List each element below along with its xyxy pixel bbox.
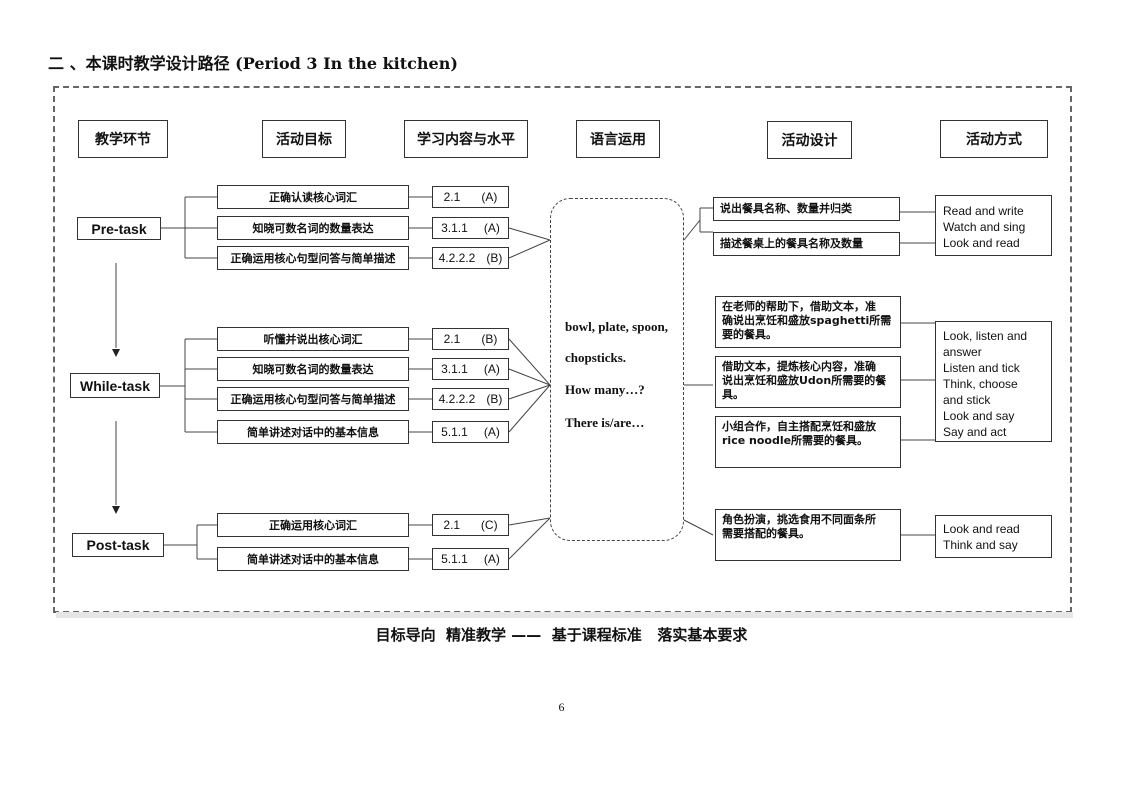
frame-shadow <box>56 612 1073 618</box>
mode-line: Listen and tick <box>943 361 1020 375</box>
code-post-2: 5.1.1 (A) <box>432 548 509 570</box>
activity-line: 确说出烹饪和盛放spaghetti所需 <box>722 314 892 327</box>
activity-line: 需要搭配的餐具。 <box>722 527 810 540</box>
stage-pre-task: Pre-task <box>77 217 161 240</box>
mode-line: Look, listen and <box>943 329 1028 343</box>
mode-line: Look and read <box>943 522 1020 536</box>
level-value: (A) <box>483 552 500 566</box>
language-box: bowl, plate, spoon, chopsticks. How many… <box>550 198 684 541</box>
code-value: 2.1 <box>443 518 461 532</box>
header-stage: 教学环节 <box>78 120 168 158</box>
activity-line: 具。 <box>722 388 744 401</box>
mode-line: Think and say <box>943 538 1018 552</box>
arrow-while-post <box>112 506 120 514</box>
mode-line: Watch and sing <box>943 220 1026 234</box>
code-value: 2.1 <box>443 190 461 204</box>
header-language: 语言运用 <box>576 120 660 158</box>
code-value: 3.1.1 <box>441 221 468 235</box>
code-value: 2.1 <box>443 332 461 346</box>
code-pre-3: 4.2.2.2 (B) <box>432 247 509 269</box>
code-value: 3.1.1 <box>441 362 468 376</box>
level-value: (B) <box>481 332 498 346</box>
mode-line: Read and write <box>943 204 1024 218</box>
goal-pre-2: 知晓可数名词的数量表达 <box>217 216 409 240</box>
code-while-4: 5.1.1 (A) <box>432 421 509 443</box>
stage-post-task: Post-task <box>72 533 164 557</box>
mode-line: Look and read <box>943 236 1020 250</box>
code-value: 5.1.1 <box>441 552 468 566</box>
activity-while-1: 在老师的帮助下，借助文本，准 确说出烹饪和盛放spaghetti所需 要的餐具。 <box>715 296 901 348</box>
goal-while-2: 知晓可数名词的数量表达 <box>217 357 409 381</box>
mode-line: Say and act <box>943 425 1007 439</box>
page-heading: 二 、本课时教学设计路径 (Period 3 In the kitchen) <box>48 54 458 73</box>
code-value: 5.1.1 <box>441 425 468 439</box>
mode-pre: Read and write Watch and sing Look and r… <box>935 195 1052 256</box>
code-pre-2: 3.1.1 (A) <box>432 217 509 239</box>
code-post-1: 2.1 (C) <box>432 514 509 536</box>
activity-pre-2: 描述餐桌上的餐具名称及数量 <box>713 232 900 256</box>
activity-while-2: 借助文本，提炼核心内容，准确 说出烹饪和盛放Udon所需要的餐 具。 <box>715 356 901 408</box>
activity-line: 小组合作，自主搭配烹饪和盛放 <box>722 420 876 433</box>
code-while-3: 4.2.2.2 (B) <box>432 388 509 410</box>
stage-while-task: While-task <box>70 373 160 398</box>
mode-post: Look and read Think and say <box>935 515 1052 558</box>
goal-while-1: 听懂并说出核心词汇 <box>217 327 409 351</box>
header-goal: 活动目标 <box>262 120 346 158</box>
mode-line: answer <box>943 345 982 359</box>
language-line: chopsticks. <box>565 350 627 365</box>
level-value: (A) <box>483 425 500 439</box>
code-pre-1: 2.1 (A) <box>432 186 509 208</box>
page-number: 6 <box>558 700 565 714</box>
level-value: (B) <box>486 392 503 406</box>
goal-post-2: 简单讲述对话中的基本信息 <box>217 547 409 571</box>
activity-line: 角色扮演，挑选食用不同面条所 <box>722 513 876 526</box>
code-value: 4.2.2.2 <box>438 251 476 265</box>
level-value: (A) <box>481 190 498 204</box>
language-line: There is/are… <box>565 415 645 430</box>
activity-line: 在老师的帮助下，借助文本，准 <box>722 300 876 313</box>
language-line: bowl, plate, spoon, <box>565 319 668 334</box>
activity-post-1: 角色扮演，挑选食用不同面条所 需要搭配的餐具。 <box>715 509 901 561</box>
goal-post-1: 正确运用核心词汇 <box>217 513 409 537</box>
language-line: How many…? <box>565 382 645 397</box>
activity-line: 要的餐具。 <box>722 328 777 341</box>
code-value: 4.2.2.2 <box>438 392 476 406</box>
code-while-2: 3.1.1 (A) <box>432 358 509 380</box>
activity-while-3: 小组合作，自主搭配烹饪和盛放 rice noodle所需要的餐具。 <box>715 416 901 468</box>
mode-line: Look and say <box>943 409 1015 423</box>
header-mode: 活动方式 <box>940 120 1048 158</box>
goal-pre-3: 正确运用核心句型问答与简单描述 <box>217 246 409 270</box>
goal-while-4: 简单讲述对话中的基本信息 <box>217 420 409 444</box>
mode-line: Think, choose <box>943 377 1018 391</box>
level-value: (A) <box>483 221 500 235</box>
activity-line: 借助文本，提炼核心内容，准确 <box>722 360 876 373</box>
code-while-1: 2.1 (B) <box>432 328 509 350</box>
activity-pre-1: 说出餐具名称、数量并归类 <box>713 197 900 221</box>
level-value: (C) <box>480 518 498 532</box>
level-value: (A) <box>483 362 500 376</box>
goal-while-3: 正确运用核心句型问答与简单描述 <box>217 387 409 411</box>
header-content: 学习内容与水平 <box>404 120 528 158</box>
mode-while: Look, listen and answer Listen and tick … <box>935 321 1052 442</box>
arrow-pre-while <box>112 349 120 357</box>
activity-line: rice noodle所需要的餐具。 <box>722 434 869 447</box>
mode-line: and stick <box>943 393 991 407</box>
goal-pre-1: 正确认读核心词汇 <box>217 185 409 209</box>
slogan-caption: 目标导向 精准教学 —— 基于课程标准 落实基本要求 <box>375 626 748 644</box>
level-value: (B) <box>486 251 503 265</box>
header-design: 活动设计 <box>767 121 852 159</box>
activity-line: 说出烹饪和盛放Udon所需要的餐 <box>722 374 887 387</box>
